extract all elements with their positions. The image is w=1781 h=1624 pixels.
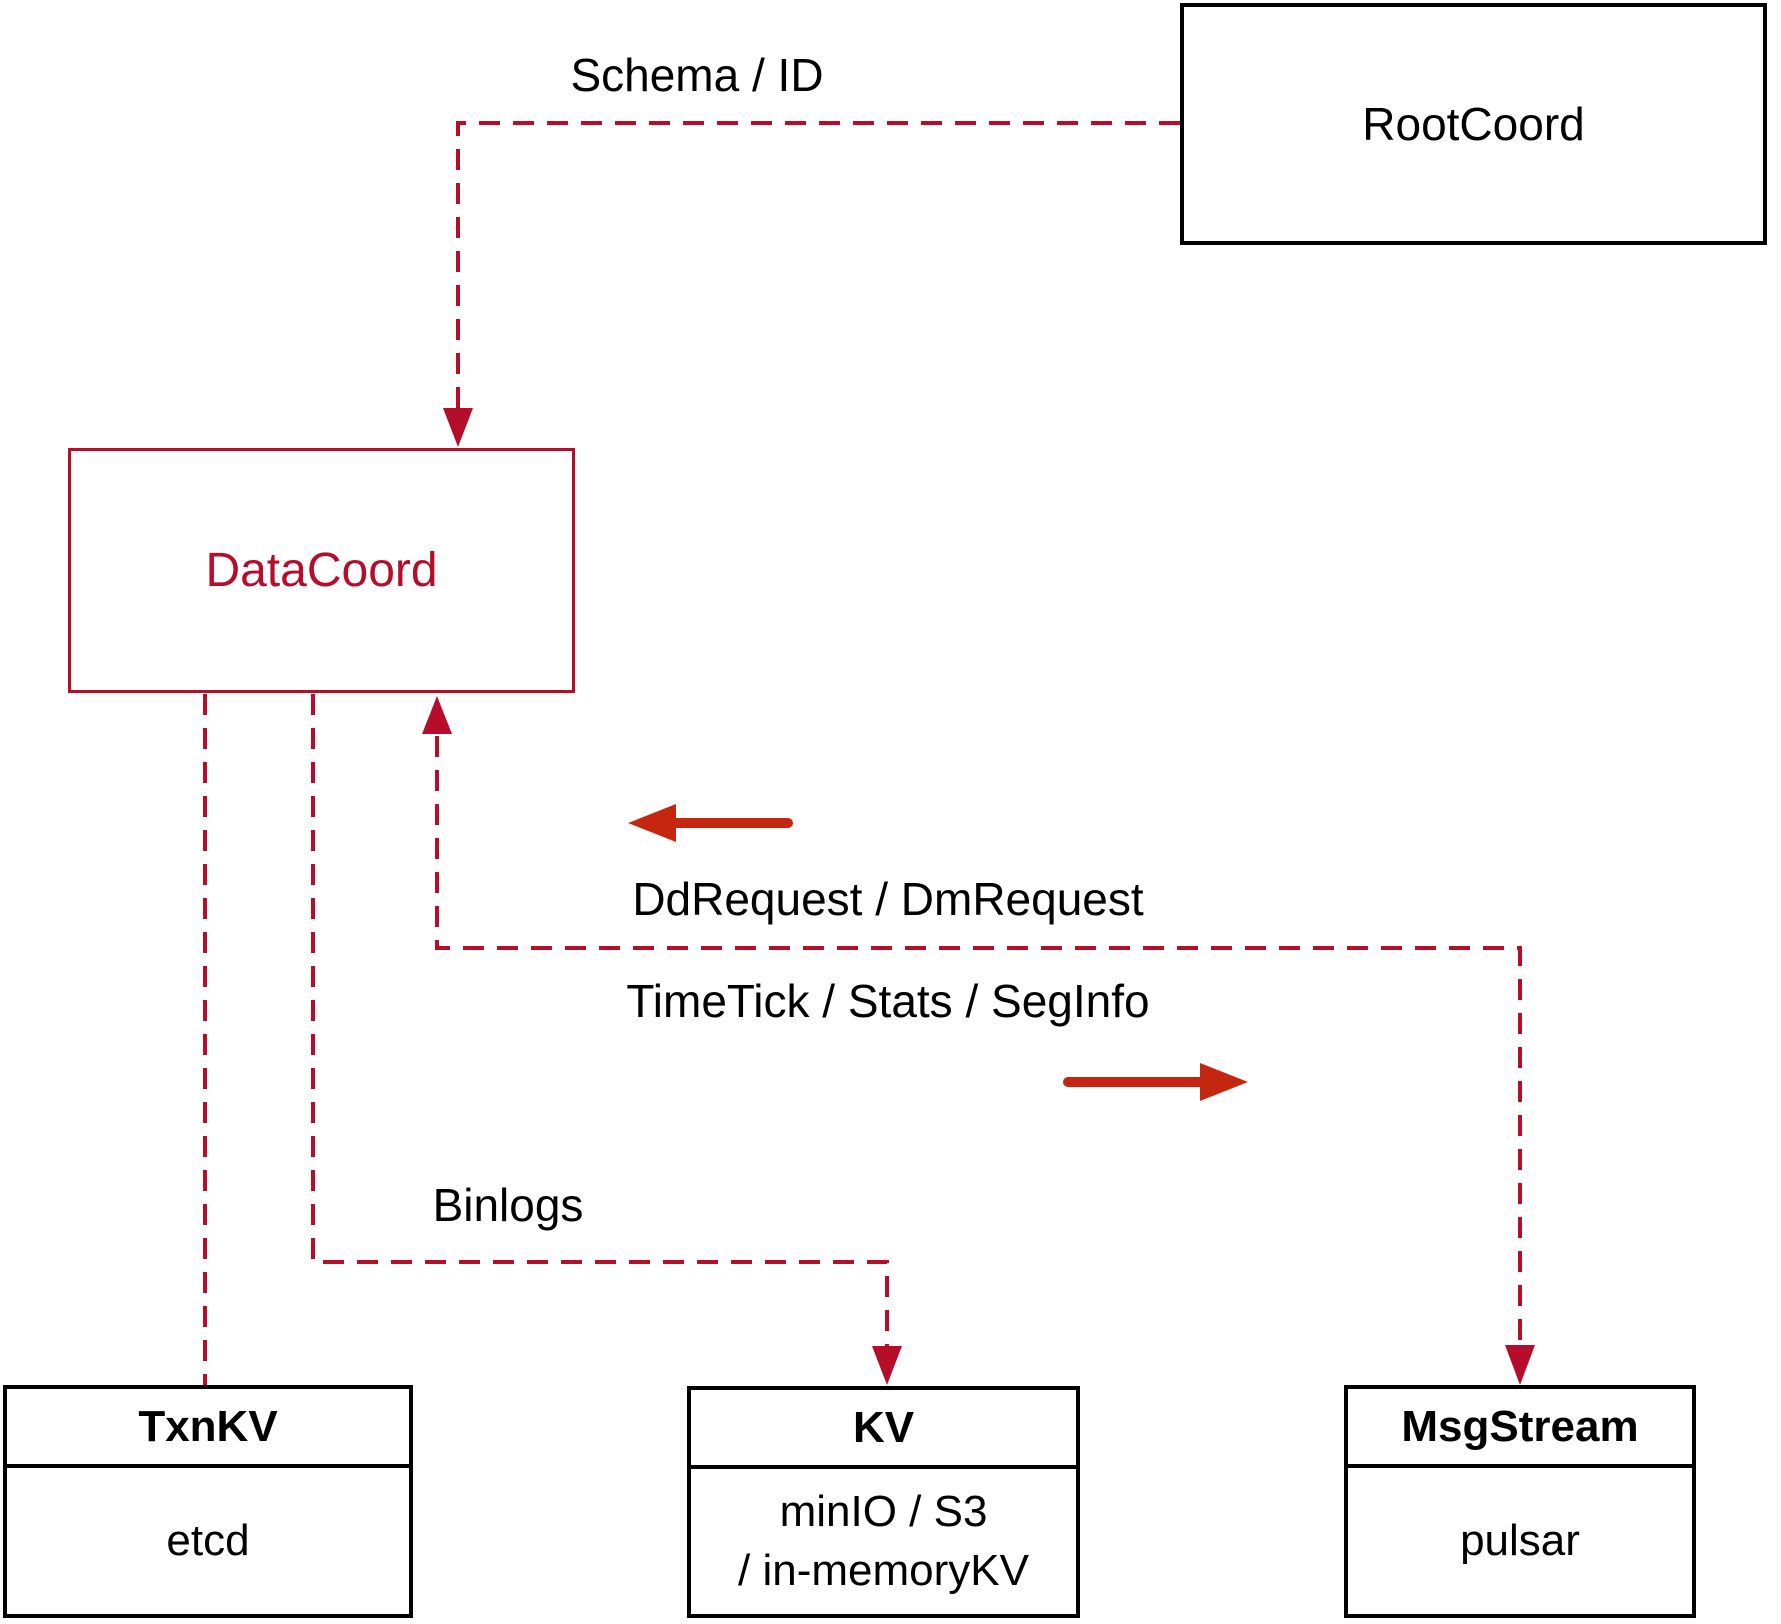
node-kv-subtitle-line2: / in-memoryKV — [738, 1545, 1029, 1595]
connector-msgstream-datacoord — [435, 736, 1522, 1347]
node-msgstream: MsgStream pulsar — [1344, 1385, 1696, 1618]
node-kv: KV minIO / S3 / in-memoryKV — [687, 1386, 1080, 1618]
node-txnkv-title: TxnKV — [7, 1389, 409, 1468]
node-kv-subtitle-line1: minIO / S3 — [779, 1487, 988, 1537]
flow-arrow-left — [628, 804, 793, 842]
node-kv-title: KV — [691, 1390, 1076, 1469]
node-datacoord: DataCoord — [68, 448, 575, 693]
edge-label-ddrequest: DdRequest / DmRequest — [632, 873, 1144, 925]
node-txnkv: TxnKV etcd — [3, 1385, 413, 1618]
node-txnkv-subtitle: etcd — [166, 1515, 250, 1565]
arrowhead-into-msgstream — [1505, 1345, 1535, 1385]
connector-binlogs — [311, 694, 889, 1348]
connector-schema-id — [456, 121, 1180, 410]
node-rootcoord: RootCoord — [1180, 3, 1767, 245]
flow-arrow-right — [1063, 1063, 1248, 1101]
node-msgstream-subtitle: pulsar — [1460, 1515, 1580, 1565]
node-rootcoord-label: RootCoord — [1362, 98, 1585, 150]
arrowhead-into-datacoord-bottom — [422, 696, 452, 734]
arrowhead-into-datacoord-top — [443, 408, 473, 447]
node-msgstream-title: MsgStream — [1348, 1389, 1692, 1468]
edge-label-timetick: TimeTick / Stats / SegInfo — [626, 975, 1150, 1027]
edge-label-schema-id: Schema / ID — [570, 49, 824, 101]
arrowhead-into-kv — [872, 1346, 902, 1385]
node-datacoord-label: DataCoord — [205, 544, 438, 597]
edge-label-binlogs: Binlogs — [432, 1179, 584, 1231]
